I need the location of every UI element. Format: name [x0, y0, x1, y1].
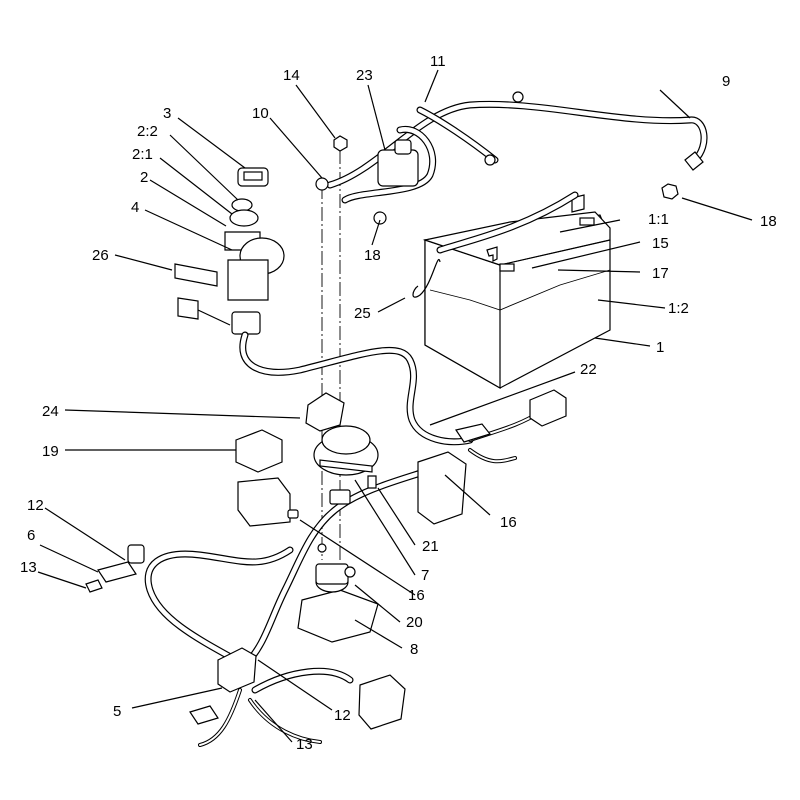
callout-9: 9: [722, 73, 730, 90]
callout-4: 4: [131, 199, 139, 216]
callout-16-right: 16: [500, 514, 517, 531]
callout-16-left: 16: [408, 587, 425, 604]
callout-1-2: 1:2: [668, 300, 689, 317]
callout-13-bottom: 13: [296, 736, 313, 753]
battery: [412, 194, 611, 390]
callout-12-bottom: 12: [334, 707, 351, 724]
callout-labels: 9 11 23 14 10 3 2:2 2:1 2 4 26 18 18 1:1…: [20, 53, 777, 753]
callout-5: 5: [113, 703, 121, 720]
callout-12-top: 12: [27, 497, 44, 514]
main-harness: [144, 331, 542, 747]
callout-18-left: 18: [364, 247, 381, 264]
callout-23: 23: [356, 67, 373, 84]
callout-18-right: 18: [760, 213, 777, 230]
callout-21: 21: [422, 538, 439, 555]
callout-7: 7: [421, 567, 429, 584]
callout-13-top: 13: [20, 559, 37, 576]
components-center: [85, 389, 567, 730]
callout-11: 11: [430, 53, 446, 70]
callout-2-1: 2:1: [132, 146, 153, 163]
callout-22: 22: [580, 361, 597, 378]
callout-17: 17: [652, 265, 669, 282]
callout-8: 8: [410, 641, 418, 658]
callout-19: 19: [42, 443, 59, 460]
callout-26: 26: [92, 247, 109, 264]
callout-15: 15: [652, 235, 669, 252]
callout-3: 3: [163, 105, 171, 122]
leader-lines: [37, 69, 753, 743]
callout-25: 25: [354, 305, 371, 322]
ignition-switch-group: [174, 167, 285, 335]
battery-cables: [315, 91, 708, 254]
callout-1-1: 1:1: [648, 211, 669, 228]
callout-2-2: 2:2: [137, 123, 158, 140]
callout-14: 14: [283, 67, 300, 84]
callout-6: 6: [27, 527, 35, 544]
callout-20: 20: [406, 614, 423, 631]
callout-2: 2: [140, 169, 148, 186]
callout-24: 24: [42, 403, 59, 420]
callout-10: 10: [252, 105, 269, 122]
callout-1: 1: [656, 339, 664, 356]
